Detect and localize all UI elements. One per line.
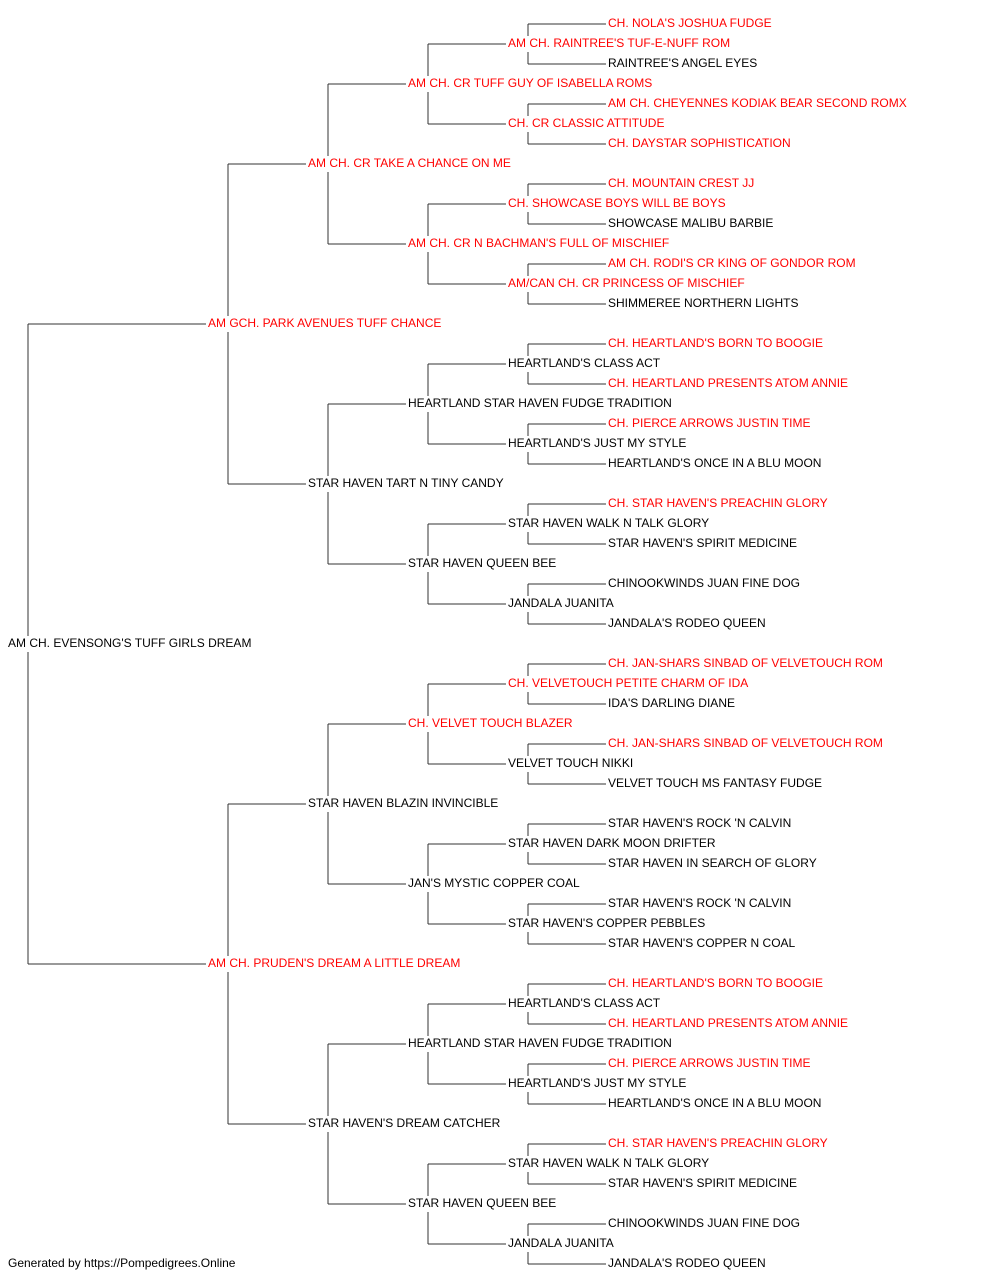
ancestor-name-gen5: STAR HAVEN'S COPPER N COAL [608, 936, 796, 950]
ancestor-name-gen5: CH. JAN-SHARS SINBAD OF VELVETOUCH ROM [608, 736, 883, 750]
ancestor-name-gen4: JANDALA JUANITA [508, 596, 614, 610]
ancestor-name-gen5: CH. STAR HAVEN'S PREACHIN GLORY [608, 496, 828, 510]
ancestor-name-gen3: STAR HAVEN QUEEN BEE [408, 556, 556, 570]
ancestor-name-gen4: AM/CAN CH. CR PRINCESS OF MISCHIEF [508, 276, 745, 290]
ancestor-name-gen5: CH. HEARTLAND PRESENTS ATOM ANNIE [608, 376, 848, 390]
ancestor-name-gen4: STAR HAVEN DARK MOON DRIFTER [508, 836, 716, 850]
ancestor-name-gen4: STAR HAVEN WALK N TALK GLORY [508, 1156, 709, 1170]
ancestor-name-gen3: HEARTLAND STAR HAVEN FUDGE TRADITION [408, 1036, 672, 1050]
ancestor-name-gen4: HEARTLAND'S CLASS ACT [508, 996, 661, 1010]
ancestor-name-gen5: CH. HEARTLAND PRESENTS ATOM ANNIE [608, 1016, 848, 1030]
ancestor-name-gen5: HEARTLAND'S ONCE IN A BLU MOON [608, 1096, 821, 1110]
ancestor-name-gen4: HEARTLAND'S CLASS ACT [508, 356, 661, 370]
ancestor-name-gen3: AM CH. CR TUFF GUY OF ISABELLA ROMS [408, 76, 652, 90]
ancestor-name-gen5: JANDALA'S RODEO QUEEN [608, 616, 766, 630]
ancestor-name-gen3: STAR HAVEN QUEEN BEE [408, 1196, 556, 1210]
ancestor-name-gen5: CH. NOLA'S JOSHUA FUDGE [608, 16, 772, 30]
ancestor-name-gen4: HEARTLAND'S JUST MY STYLE [508, 436, 686, 450]
ancestor-name-gen5: HEARTLAND'S ONCE IN A BLU MOON [608, 456, 821, 470]
ancestor-name-gen4: AM CH. RAINTREE'S TUF-E-NUFF ROM [508, 36, 730, 50]
ancestor-name-gen5: SHIMMEREE NORTHERN LIGHTS [608, 296, 798, 310]
ancestor-name-gen3: AM CH. CR N BACHMAN'S FULL OF MISCHIEF [408, 236, 669, 250]
ancestor-name-gen2: STAR HAVEN'S DREAM CATCHER [308, 1116, 501, 1130]
ancestor-name-gen4: STAR HAVEN'S COPPER PEBBLES [508, 916, 705, 930]
ancestor-name-gen5: CH. PIERCE ARROWS JUSTIN TIME [608, 416, 810, 430]
ancestor-name-gen2: STAR HAVEN TART N TINY CANDY [308, 476, 504, 490]
ancestor-name-gen4: VELVET TOUCH NIKKI [508, 756, 633, 770]
ancestor-name-gen5: CH. JAN-SHARS SINBAD OF VELVETOUCH ROM [608, 656, 883, 670]
ancestor-name-gen5: STAR HAVEN'S ROCK 'N CALVIN [608, 816, 791, 830]
ancestor-name-gen5: IDA'S DARLING DIANE [608, 696, 735, 710]
pedigree-names: CH. NOLA'S JOSHUA FUDGE RAINTREE'S ANGEL … [8, 16, 907, 1270]
ancestor-name-gen5: CH. HEARTLAND'S BORN TO BOOGIE [608, 976, 823, 990]
ancestor-name-gen5: RAINTREE'S ANGEL EYES [608, 56, 757, 70]
ancestor-name-gen3: HEARTLAND STAR HAVEN FUDGE TRADITION [408, 396, 672, 410]
ancestor-name-gen5: JANDALA'S RODEO QUEEN [608, 1256, 766, 1270]
ancestor-name-gen4: CH. CR CLASSIC ATTITUDE [508, 116, 664, 130]
ancestor-name-gen1: AM GCH. PARK AVENUES TUFF CHANCE [208, 316, 441, 330]
ancestor-name-gen5: CHINOOKWINDS JUAN FINE DOG [608, 576, 800, 590]
ancestor-name-gen2: STAR HAVEN BLAZIN INVINCIBLE [308, 796, 498, 810]
ancestor-name-gen5: STAR HAVEN'S SPIRIT MEDICINE [608, 536, 797, 550]
ancestor-name-gen3: CH. VELVET TOUCH BLAZER [408, 716, 573, 730]
generated-by-footer: Generated by https://Pompedigrees.Online [8, 1256, 236, 1270]
ancestor-name-gen5: CHINOOKWINDS JUAN FINE DOG [608, 1216, 800, 1230]
ancestor-name-gen5: CH. HEARTLAND'S BORN TO BOOGIE [608, 336, 823, 350]
ancestor-name-gen5: STAR HAVEN IN SEARCH OF GLORY [608, 856, 817, 870]
ancestor-name-gen4: CH. VELVETOUCH PETITE CHARM OF IDA [508, 676, 748, 690]
ancestor-name-gen1: AM CH. PRUDEN'S DREAM A LITTLE DREAM [208, 956, 460, 970]
ancestor-name-gen4: CH. SHOWCASE BOYS WILL BE BOYS [508, 196, 726, 210]
ancestor-name-gen5: AM CH. RODI'S CR KING OF GONDOR ROM [608, 256, 856, 270]
ancestor-name-gen5: STAR HAVEN'S ROCK 'N CALVIN [608, 896, 791, 910]
ancestor-name-gen4: STAR HAVEN WALK N TALK GLORY [508, 516, 709, 530]
ancestor-name-gen5: CH. DAYSTAR SOPHISTICATION [608, 136, 791, 150]
ancestor-name-gen4: JANDALA JUANITA [508, 1236, 614, 1250]
ancestor-name-gen5: CH. STAR HAVEN'S PREACHIN GLORY [608, 1136, 828, 1150]
ancestor-name-gen5: SHOWCASE MALIBU BARBIE [608, 216, 773, 230]
subject-dog-name: AM CH. EVENSONG'S TUFF GIRLS DREAM [8, 636, 251, 650]
pedigree-connectors [27, 23, 606, 1265]
ancestor-name-gen5: VELVET TOUCH MS FANTASY FUDGE [608, 776, 822, 790]
ancestor-name-gen2: AM CH. CR TAKE A CHANCE ON ME [308, 156, 511, 170]
ancestor-name-gen5: AM CH. CHEYENNES KODIAK BEAR SECOND ROMX [608, 96, 907, 110]
ancestor-name-gen5: STAR HAVEN'S SPIRIT MEDICINE [608, 1176, 797, 1190]
ancestor-name-gen5: CH. MOUNTAIN CREST JJ [608, 176, 754, 190]
ancestor-name-gen3: JAN'S MYSTIC COPPER COAL [408, 876, 580, 890]
ancestor-name-gen5: CH. PIERCE ARROWS JUSTIN TIME [608, 1056, 810, 1070]
ancestor-name-gen4: HEARTLAND'S JUST MY STYLE [508, 1076, 686, 1090]
